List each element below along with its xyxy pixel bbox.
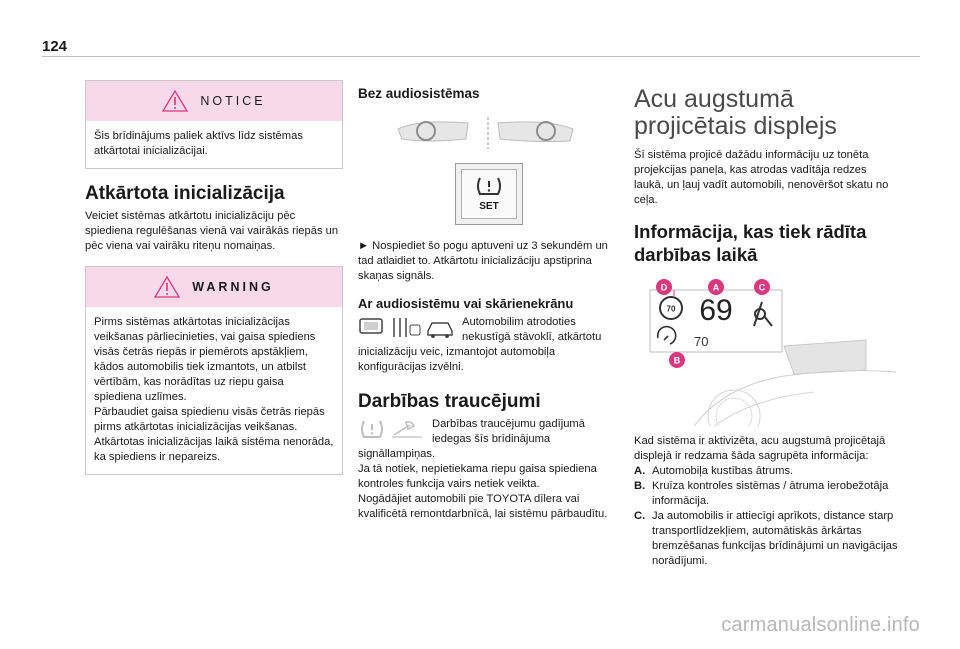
hud-cruise-speed: 70	[694, 334, 708, 349]
hud-speed-limit: 70	[667, 305, 676, 314]
hud-section-title: Acu augstumā projicētais displejs	[634, 85, 837, 140]
notice-header: NOTICE	[86, 81, 342, 121]
fault-warning-lamps-icon	[361, 420, 422, 438]
active-text: Kad sistēma ir aktivizēta, acu augstumā …	[634, 435, 886, 462]
warning-header: WARNING	[86, 267, 342, 307]
menu-icons	[359, 318, 453, 338]
callout-c: C	[759, 283, 766, 293]
touchscreen-block: Automobilim atrodoties nekustīgā stāvokl…	[358, 315, 620, 375]
faults-text-c: Ja tā notiek, nepietiekama riepu gaisa s…	[358, 463, 597, 490]
set-label: SET	[479, 201, 499, 212]
touchscreen-text-a: Automobilim atrodoties nekustīgā stāvokl…	[462, 316, 602, 343]
faults-block: Darbības traucējumu gadījumā iedegas šīs…	[358, 417, 620, 522]
faults-text-a: Darbības traucējumu gadījumā iedegas šīs…	[432, 418, 585, 445]
warning-label: WARNING	[192, 280, 274, 294]
reinit-text: Veiciet sistēmas atkārtotu inicializācij…	[85, 210, 339, 252]
reinit-title: Atkārtota inicializācija	[85, 183, 285, 204]
steering-position-illustration	[397, 117, 574, 149]
reset-instruction: ► Nospiediet šo pogu aptuveni uz 3 sekun…	[358, 240, 608, 282]
set-button-illustration: SET	[455, 163, 523, 225]
warning-box: WARNING Pirms sistēmas atkārtotas inicia…	[85, 266, 343, 475]
faults-text-b: signāllampiņas.	[358, 448, 436, 460]
column-right: Acu augstumā projicētais displejs Šī sis…	[634, 80, 899, 569]
faults-title: Darbības traucējumi	[358, 391, 541, 412]
warning-text-2: Pārbaudiet gaisa spiedienu visās četrās …	[94, 406, 325, 433]
callout-b: B	[674, 356, 681, 366]
faults-text-d: Nogādājiet automobili pie TOYOTA dīlera …	[358, 493, 608, 520]
list-item: C. Ja automobilis ir attiecīgi aprīkots,…	[634, 510, 898, 567]
warning-triangle-icon	[154, 276, 181, 298]
callout-a: A	[713, 283, 720, 293]
info-list: A. Automobiļa kustības ātrums. B. Kruīza…	[634, 464, 899, 569]
hud-speed: 69	[699, 294, 732, 327]
notice-label: NOTICE	[200, 94, 266, 108]
tire-pressure-icon	[477, 177, 501, 195]
hud-intro: Šī sistēma projicē dažādu informāciju uz…	[634, 149, 889, 206]
touchscreen-text-b: inicializāciju veic, izmantojot automobi…	[358, 346, 556, 373]
no-audio-title: Bez audiosistēmas	[358, 86, 480, 101]
hud-illustration: 70 69 70 D A C B	[649, 279, 897, 426]
callout-d: D	[661, 283, 668, 293]
watermark: carmanualsonline.info	[721, 614, 920, 636]
warning-text-1: Pirms sistēmas atkārtotas inicializācija…	[94, 316, 316, 403]
notice-box: NOTICE Šis brīdinājums paliek aktīvs līd…	[85, 80, 343, 169]
callout-markers: D A C B	[656, 279, 770, 368]
list-item: A. Automobiļa kustības ātrums.	[634, 465, 794, 477]
notice-text: Šis brīdinājums paliek aktīvs līdz sistē…	[94, 130, 303, 157]
column-left: NOTICE Šis brīdinājums paliek aktīvs līd…	[85, 80, 343, 475]
cruise-control-icon	[656, 325, 677, 345]
navigation-arrow-icon	[753, 301, 773, 327]
column-middle: Bez audiosistēmas SET ► Nospiediet šo po…	[358, 80, 620, 522]
warning-text-3: Atkārtotas inicializācijas laikā sistēma…	[94, 436, 334, 463]
header-divider	[42, 56, 920, 57]
list-item: B. Kruīza kontroles sistēmas / ātruma ie…	[634, 480, 889, 507]
touchscreen-title: Ar audiosistēmu vai skārienekrānu	[358, 296, 574, 311]
warning-triangle-icon	[162, 90, 189, 112]
info-title: Informācija, kas tiek rādīta darbības la…	[634, 221, 867, 265]
page-number: 124	[42, 38, 68, 55]
